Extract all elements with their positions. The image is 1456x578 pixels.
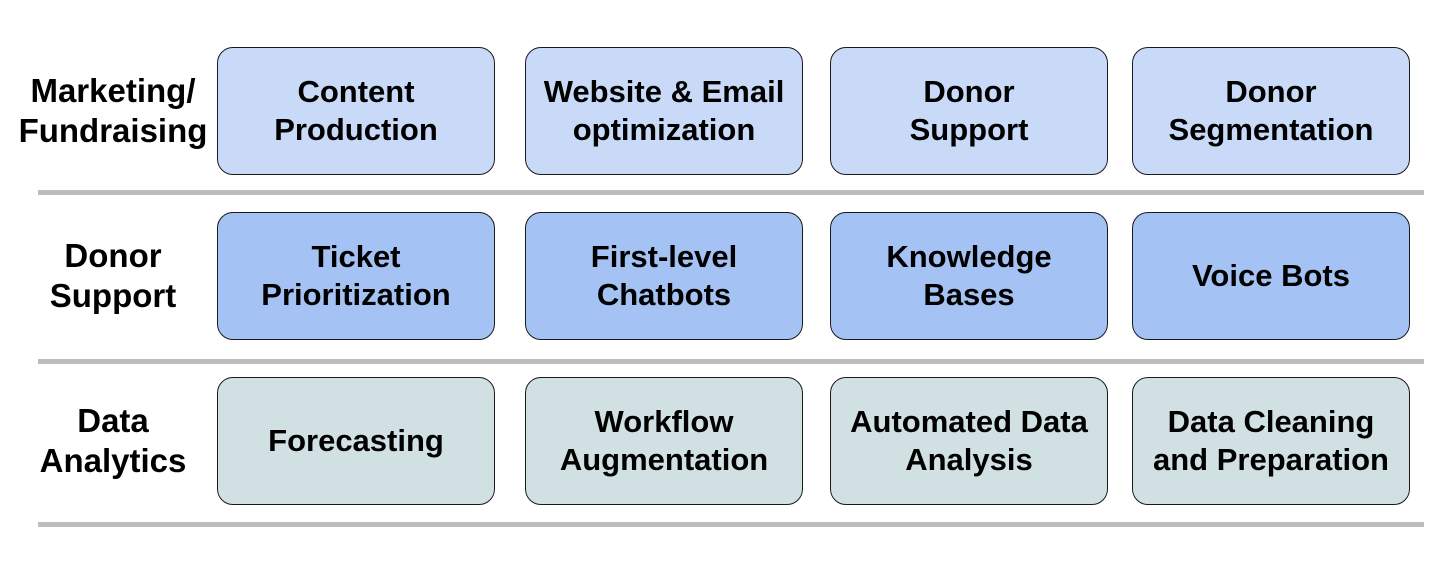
row-divider [38,522,1424,527]
card-line: Support [909,112,1029,147]
card-line: Donor [1225,74,1317,109]
card-line: Donor [923,74,1015,109]
card-ticket-prioritization: Ticket Prioritization [217,212,495,340]
row-divider [38,190,1424,195]
row-label-line: Fundraising [18,112,208,149]
card-line: Segmentation [1168,112,1374,147]
card-line: Ticket [311,239,401,274]
row-label-line: Donor [64,237,162,274]
row-label-line: Analytics [39,442,187,479]
card-workflow-augmentation: Workflow Augmentation [525,377,803,505]
card-line: optimization [572,112,756,147]
card-data-cleaning-preparation: Data Cleaning and Preparation [1132,377,1410,505]
card-first-level-chatbots: First-level Chatbots [525,212,803,340]
card-line: Knowledge [886,239,1052,274]
card-line: Data Cleaning [1167,404,1375,439]
card-line: First-level [590,239,738,274]
card-line: Voice Bots [1192,258,1350,293]
row-divider [38,359,1424,364]
card-website-email-optimization: Website & Email optimization [525,47,803,175]
card-line: Website & Email [543,74,785,109]
card-donor-segmentation: Donor Segmentation [1132,47,1410,175]
card-line: Production [274,112,438,147]
card-automated-data-analysis: Automated Data Analysis [830,377,1108,505]
card-line: Prioritization [261,277,451,312]
row-label-line: Marketing/ [30,72,196,109]
card-line: Augmentation [559,442,769,477]
card-line: Content [297,74,415,109]
card-line: Bases [923,277,1015,312]
card-line: Analysis [905,442,1033,477]
card-knowledge-bases: Knowledge Bases [830,212,1108,340]
card-donor-support: Donor Support [830,47,1108,175]
card-line: Forecasting [268,423,444,458]
card-line: Automated Data [850,404,1088,439]
card-content-production: Content Production [217,47,495,175]
row-label-line: Support [49,277,177,314]
card-line: Workflow [594,404,734,439]
card-line: and Preparation [1153,442,1389,477]
row-label-data-analytics: Data Analytics [10,377,216,505]
row-label-marketing-fundraising: Marketing/ Fundraising [10,47,216,175]
card-voice-bots: Voice Bots [1132,212,1410,340]
row-label-donor-support: Donor Support [10,212,216,340]
card-line: Chatbots [596,277,732,312]
row-label-line: Data [77,402,149,439]
card-forecasting: Forecasting [217,377,495,505]
